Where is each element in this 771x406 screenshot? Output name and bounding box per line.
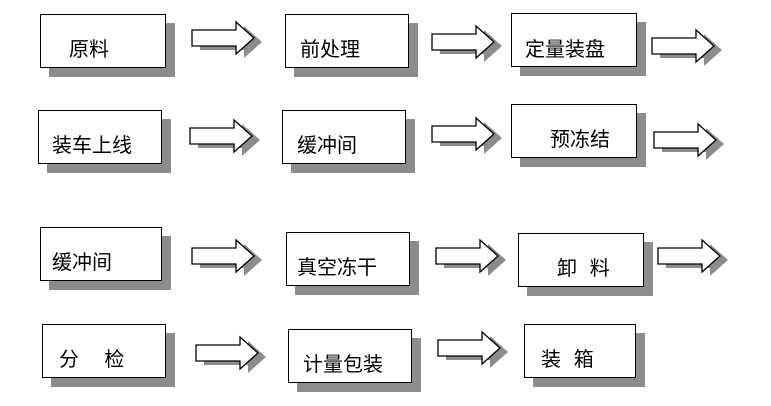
- step-label: 计量包装: [303, 352, 383, 376]
- step-label: 分 检: [59, 347, 125, 371]
- arrow-right-icon: [437, 330, 508, 368]
- arrow-right-icon: [189, 118, 260, 156]
- arrow-right-icon: [195, 335, 266, 373]
- arrow-right-icon: [191, 20, 262, 58]
- arrow-right-icon: [191, 238, 262, 276]
- step-label: 定量装盘: [525, 37, 605, 61]
- step-box-raw-material: 原料: [40, 14, 166, 68]
- step-box-weighing-packaging: 计量包装: [288, 329, 412, 383]
- step-label: 原料: [69, 37, 109, 61]
- step-label: 预冻结: [550, 127, 610, 151]
- step-label: 卸 料: [557, 256, 610, 280]
- step-label: 缓冲间: [297, 133, 357, 157]
- arrow-right-icon: [431, 24, 502, 62]
- step-box-pretreatment: 前处理: [285, 14, 409, 68]
- step-box-tray-loading: 定量装盘: [511, 13, 637, 67]
- step-box-unloading: 卸 料: [518, 233, 644, 287]
- step-box-buffer-room-2: 缓冲间: [40, 227, 162, 281]
- step-box-buffer-room-1: 缓冲间: [282, 110, 406, 164]
- step-box-boxing: 装 箱: [524, 324, 636, 378]
- step-box-sorting: 分 检: [42, 324, 166, 378]
- step-label: 真空冻干: [297, 255, 377, 279]
- arrow-right-icon: [657, 238, 728, 276]
- step-label: 装 箱: [541, 347, 594, 371]
- step-label: 缓冲间: [52, 250, 112, 274]
- arrow-right-icon: [431, 116, 502, 154]
- step-box-cart-loading: 装车上线: [38, 110, 162, 164]
- step-box-pre-freezing: 预冻结: [511, 104, 637, 158]
- arrow-right-icon: [653, 122, 724, 160]
- step-box-vacuum-freeze-drying: 真空冻干: [286, 232, 410, 286]
- step-label: 前处理: [300, 37, 360, 61]
- arrow-right-icon: [435, 238, 506, 276]
- step-label: 装车上线: [52, 133, 132, 157]
- arrow-right-icon: [651, 28, 722, 66]
